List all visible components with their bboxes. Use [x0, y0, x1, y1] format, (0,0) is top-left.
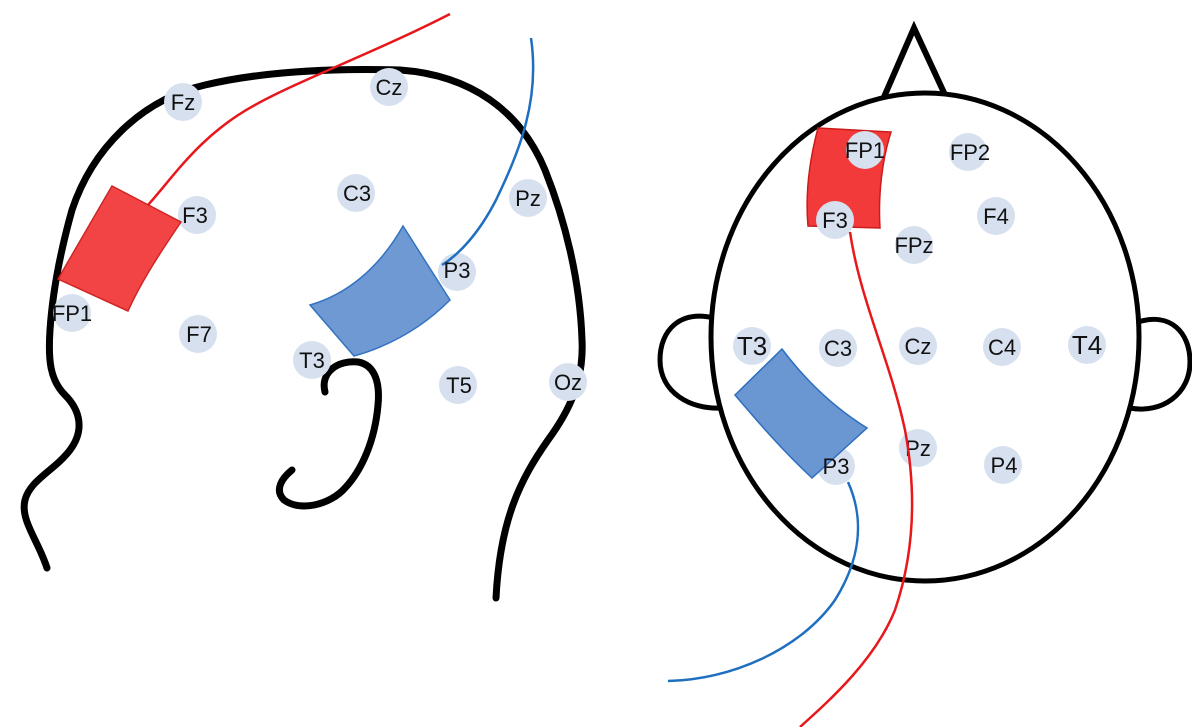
top-electrode-p4: P4 [984, 446, 1022, 484]
electrode-label: T3 [737, 331, 767, 361]
electrode-dot [178, 196, 216, 234]
side-electrode-f7: F7 [179, 315, 217, 353]
top-electrode-p3-label: P3 [823, 454, 850, 479]
electrode-dot [293, 341, 331, 379]
side-electrode-pz: Pz [509, 179, 547, 217]
electrode-label: Pz [515, 186, 541, 211]
top-left-ear [657, 313, 723, 411]
electrode-dot [179, 315, 217, 353]
side-head-outline [20, 66, 586, 602]
side-electrode-p3-label: P3 [444, 258, 471, 283]
electrode-label: C3 [343, 181, 371, 206]
side-cathode-pad [308, 224, 451, 357]
top-electrode-fpz: FPz [894, 226, 934, 264]
electrode-label: F3 [822, 208, 848, 233]
electrode-dot [337, 174, 375, 212]
electrode-label: Cz [376, 75, 403, 100]
electrode-dot [895, 226, 933, 264]
side-ear [276, 358, 382, 510]
electrode-label: Cz [905, 334, 932, 359]
electrode-dot [1068, 326, 1106, 364]
side-electrode-c3: C3 [337, 174, 375, 212]
electrode-label: T3 [299, 348, 325, 373]
electrode-label: FP1 [845, 138, 885, 163]
side-electrode-cz: Cz [370, 68, 408, 106]
side-cathode-wire [441, 37, 535, 267]
electrode-dot [549, 363, 587, 401]
electrode-label: C4 [988, 335, 1016, 360]
side-electrode-t5: T5 [439, 366, 477, 404]
top-right-ear [1129, 316, 1192, 412]
top-electrode-cz: Cz [899, 327, 937, 365]
side-electrode-fz: Fz [164, 83, 202, 121]
side-view: Fz Cz F3 C3 Pz FP1 [20, 12, 587, 602]
electrode-label: T4 [1072, 330, 1102, 360]
electrode-label: FP1 [52, 301, 92, 326]
side-anode-pad [56, 185, 183, 312]
side-anode-wire [147, 12, 451, 206]
electrode-dot [977, 197, 1015, 235]
top-electrode-c3: C3 [819, 329, 857, 367]
top-electrode-f3: F3 [816, 201, 854, 239]
electrode-dot [439, 366, 477, 404]
electrode-label: C3 [824, 336, 852, 361]
electrode-label: Fz [171, 90, 195, 115]
top-electrode-fp2: FP2 [949, 133, 990, 171]
top-electrode-t4: T4 [1068, 326, 1106, 364]
electrode-dot [819, 329, 857, 367]
top-anode-wire [799, 231, 914, 727]
top-electrode-fp1: FP1 [845, 131, 885, 169]
electrode-dot [949, 133, 987, 171]
top-electrode-c4: C4 [983, 328, 1021, 366]
electrode-label: T5 [446, 373, 472, 398]
electrode-dot [846, 131, 884, 169]
side-electrode-t3: T3 [293, 341, 331, 379]
electrode-label: F4 [983, 204, 1009, 229]
side-electrodes: Fz Cz F3 C3 Pz FP1 [52, 68, 587, 404]
electrode-label: FP2 [950, 140, 990, 165]
electrode-dot [816, 201, 854, 239]
top-nose [881, 20, 949, 99]
top-view: FP1 FP2 F3 F4 FPz T3 [657, 20, 1192, 727]
electrode-label: F3 [182, 203, 208, 228]
electrode-dot [983, 328, 1021, 366]
electrode-dot [370, 68, 408, 106]
top-electrode-t3: T3 [733, 327, 771, 365]
electrode-label: P4 [991, 453, 1018, 478]
top-electrode-f4: F4 [977, 197, 1015, 235]
electrode-dot [899, 327, 937, 365]
electrode-label: Oz [554, 370, 582, 395]
electrode-dot [53, 294, 91, 332]
electrode-label: FPz [894, 233, 933, 258]
side-electrode-fp1: FP1 [52, 294, 92, 332]
side-electrode-f3: F3 [178, 196, 216, 234]
side-electrode-oz: Oz [549, 363, 587, 401]
top-cathode-pad [733, 347, 869, 480]
electrode-label: F7 [186, 322, 212, 347]
electrode-dot [733, 327, 771, 365]
electrode-dot [164, 83, 202, 121]
top-cathode-wire [667, 481, 860, 683]
top-electrodes: FP1 FP2 F3 F4 FPz T3 [733, 131, 1106, 485]
electrode-dot [509, 179, 547, 217]
electrode-dot [984, 446, 1022, 484]
